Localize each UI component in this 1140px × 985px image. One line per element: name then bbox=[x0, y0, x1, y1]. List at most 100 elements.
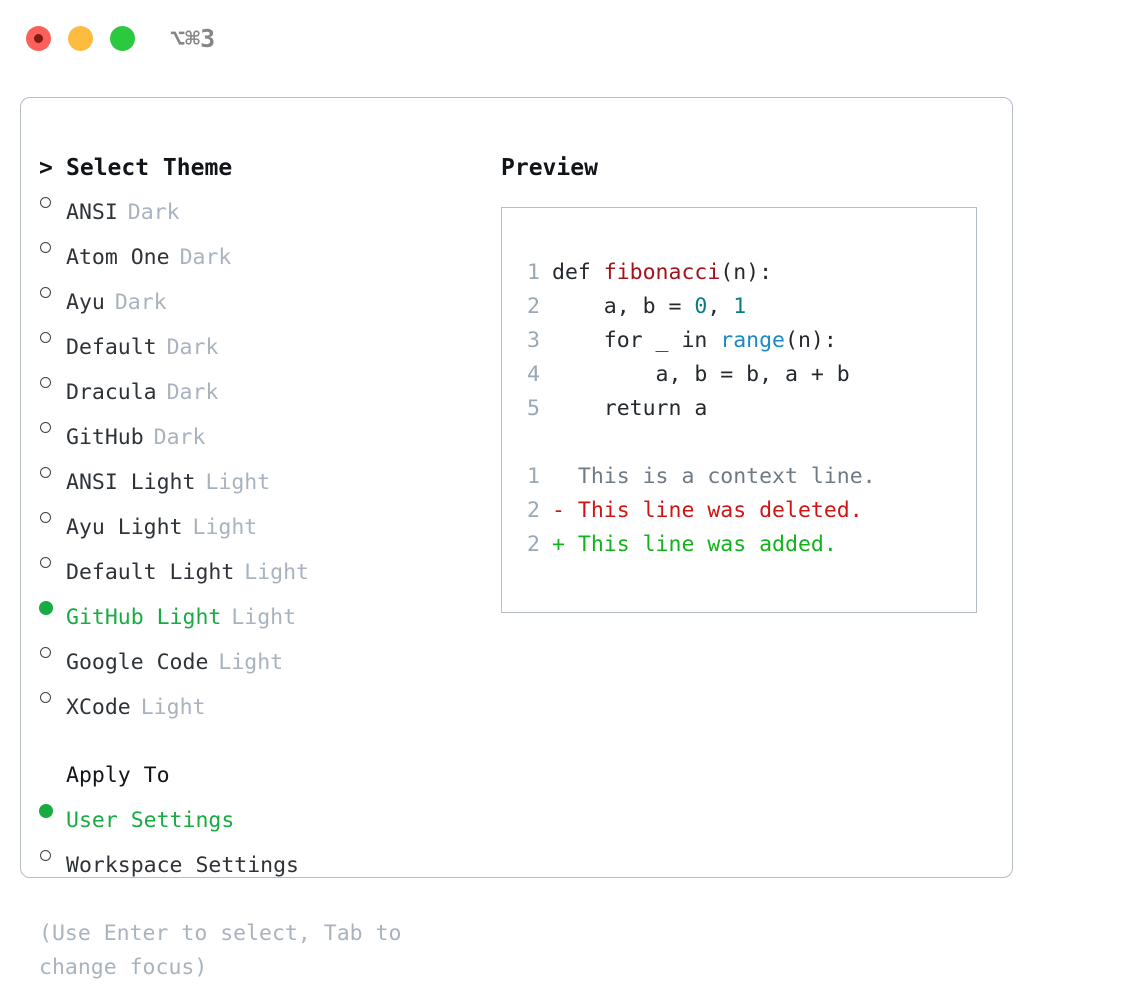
theme-option-label: ANSI bbox=[66, 200, 118, 225]
theme-option-label: XCode bbox=[66, 695, 131, 720]
radio-mark bbox=[39, 804, 53, 818]
theme-option-kind: Dark bbox=[166, 380, 219, 405]
code-token: a, b = b, a + b bbox=[552, 362, 850, 387]
radio-mark bbox=[40, 287, 51, 298]
radio-unselected-icon[interactable] bbox=[39, 500, 66, 534]
theme-option-label: Atom One bbox=[66, 245, 170, 270]
radio-unselected-icon[interactable] bbox=[39, 275, 66, 309]
radio-selected-icon[interactable] bbox=[39, 793, 66, 827]
diff-line-del: 2- This line was deleted. bbox=[514, 494, 968, 528]
line-number: 2 bbox=[527, 294, 540, 319]
radio-unselected-icon[interactable] bbox=[39, 320, 66, 354]
maximize-button[interactable] bbox=[110, 26, 135, 51]
radio-unselected-icon[interactable] bbox=[39, 635, 66, 669]
close-button[interactable] bbox=[26, 26, 51, 51]
theme-option-default-light[interactable]: Default Light Light bbox=[39, 545, 479, 590]
radio-unselected-icon[interactable] bbox=[39, 838, 66, 872]
theme-option-kind: Light bbox=[140, 695, 206, 720]
radio-unselected-icon[interactable] bbox=[39, 455, 66, 489]
radio-mark bbox=[40, 422, 51, 433]
theme-option-ayu-light[interactable]: Ayu Light Light bbox=[39, 500, 479, 545]
apply-to-option-workspace-settings[interactable]: Workspace Settings bbox=[39, 838, 479, 883]
diff-spacer bbox=[514, 426, 968, 460]
radio-selected-icon[interactable] bbox=[39, 590, 66, 624]
apply-to-option-label: Workspace Settings bbox=[66, 853, 299, 878]
theme-option-kind: Light bbox=[231, 605, 297, 630]
radio-mark bbox=[40, 647, 51, 658]
radio-mark bbox=[40, 242, 51, 253]
diff-line-add: 2 + This line was added. bbox=[514, 528, 968, 562]
diff-marker bbox=[552, 460, 565, 494]
radio-unselected-icon[interactable] bbox=[39, 185, 66, 219]
theme-option-kind: Light bbox=[244, 560, 310, 585]
radio-mark bbox=[40, 377, 51, 388]
theme-option-kind: Dark bbox=[153, 425, 206, 450]
code-token: return a bbox=[552, 396, 708, 421]
radio-mark bbox=[40, 692, 51, 703]
theme-option-label: Ayu Light bbox=[66, 515, 183, 540]
diff-sample: 1 This is a context line.2- This line wa… bbox=[514, 460, 968, 562]
apply-to-option-label: User Settings bbox=[66, 808, 235, 833]
code-token: (n): bbox=[720, 260, 773, 285]
code-token: 0 bbox=[694, 294, 708, 319]
diff-text: This line was deleted. bbox=[564, 498, 863, 523]
apply-to-option-user-settings[interactable]: User Settings bbox=[39, 793, 479, 838]
radio-mark bbox=[40, 557, 51, 568]
theme-option-label: Ayu bbox=[66, 290, 105, 315]
line-number: 1 bbox=[527, 260, 540, 285]
theme-option-ayu[interactable]: Ayu Dark bbox=[39, 275, 479, 320]
theme-picker-header: > Select Theme bbox=[39, 151, 479, 185]
radio-mark bbox=[40, 332, 51, 343]
diff-marker: + bbox=[552, 532, 565, 557]
section-spacer bbox=[39, 725, 479, 759]
minimize-button[interactable] bbox=[68, 26, 93, 51]
theme-option-kind: Dark bbox=[114, 290, 167, 315]
radio-unselected-icon[interactable] bbox=[39, 365, 66, 399]
theme-option-atom-one[interactable]: Atom One Dark bbox=[39, 230, 479, 275]
theme-picker-title: Select Theme bbox=[66, 155, 233, 181]
preview-title: Preview bbox=[501, 155, 598, 181]
theme-option-ansi[interactable]: ANSI Dark bbox=[39, 185, 479, 230]
theme-option-kind: Dark bbox=[127, 200, 180, 225]
code-token: (n): bbox=[785, 328, 837, 353]
radio-unselected-icon[interactable] bbox=[39, 545, 66, 579]
theme-option-kind: Dark bbox=[179, 245, 232, 270]
theme-option-kind: Light bbox=[192, 515, 258, 540]
diff-text: This line was added. bbox=[564, 532, 837, 557]
theme-option-xcode[interactable]: XCode Light bbox=[39, 680, 479, 725]
line-number: 2 bbox=[527, 532, 540, 557]
code-line: 3 for _ in range(n): bbox=[514, 324, 968, 358]
title-bar: ⌥⌘3 bbox=[0, 0, 1140, 78]
radio-unselected-icon[interactable] bbox=[39, 230, 66, 264]
theme-option-kind: Light bbox=[218, 650, 284, 675]
code-line: 5 return a bbox=[514, 392, 968, 426]
radio-mark bbox=[39, 601, 53, 615]
code-line: 4 a, b = b, a + b bbox=[514, 358, 968, 392]
diff-marker: - bbox=[552, 498, 565, 523]
theme-option-label: Default Light bbox=[66, 560, 235, 585]
theme-option-ansi-light[interactable]: ANSI Light Light bbox=[39, 455, 479, 500]
theme-option-label: ANSI Light bbox=[66, 470, 196, 495]
radio-unselected-icon[interactable] bbox=[39, 410, 66, 444]
theme-option-github[interactable]: GitHub Dark bbox=[39, 410, 479, 455]
line-number: 3 bbox=[527, 328, 540, 353]
radio-unselected-icon[interactable] bbox=[39, 680, 66, 714]
theme-option-kind: Light bbox=[205, 470, 271, 495]
caret-icon: > bbox=[39, 155, 53, 181]
theme-option-label: GitHub bbox=[66, 425, 144, 450]
theme-option-kind: Dark bbox=[166, 335, 219, 360]
line-number: 1 bbox=[527, 464, 540, 489]
code-token: for _ in bbox=[552, 328, 721, 353]
window-title: ⌥⌘3 bbox=[170, 24, 216, 53]
